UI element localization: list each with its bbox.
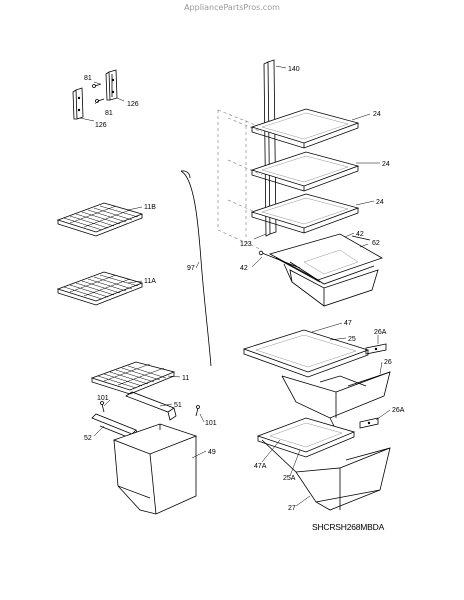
shelf-rail bbox=[263, 59, 277, 237]
drawer-cover-42 bbox=[258, 235, 371, 269]
bottom-cover-25a bbox=[256, 417, 356, 458]
callout-101-left: 101 bbox=[97, 395, 109, 402]
callout-42-left: 42 bbox=[240, 265, 248, 272]
callout-47a: 47A bbox=[254, 463, 267, 470]
screws-101 bbox=[100, 401, 200, 417]
callout-24-middle: 24 bbox=[382, 161, 390, 168]
slide-26a-top bbox=[365, 343, 387, 355]
wire-shelf-11a bbox=[56, 271, 144, 306]
callout-140: 140 bbox=[288, 66, 300, 73]
callout-24-bottom: 24 bbox=[376, 199, 384, 206]
callout-62: 62 bbox=[372, 240, 380, 247]
callout-24-top: 24 bbox=[373, 111, 381, 118]
callout-97: 97 bbox=[187, 265, 195, 272]
glass-shelf-3 bbox=[250, 193, 360, 234]
pan-drawer-26 bbox=[281, 371, 391, 427]
bottom-drawer-27 bbox=[261, 439, 391, 511]
site-watermark: AppliancePartsPros.com bbox=[184, 3, 280, 12]
glass-shelf-2 bbox=[250, 151, 360, 192]
callout-123: 123 bbox=[240, 241, 252, 248]
callout-101-right: 101 bbox=[205, 420, 217, 427]
callout-126-left: 126 bbox=[95, 122, 107, 129]
rail-51 bbox=[125, 391, 177, 421]
callout-52: 52 bbox=[84, 435, 92, 442]
glass-shelf-1 bbox=[250, 108, 360, 149]
callout-25a: 25A bbox=[283, 475, 296, 482]
wire-shelf-11b bbox=[56, 202, 144, 237]
callout-11a: 11A bbox=[144, 278, 156, 285]
wire-shelf-11 bbox=[90, 361, 176, 395]
bracket-assembly bbox=[72, 69, 118, 120]
callout-26: 26 bbox=[384, 359, 392, 366]
callout-42-top: 42 bbox=[356, 231, 364, 238]
callout-51: 51 bbox=[174, 402, 182, 409]
callout-27: 27 bbox=[288, 505, 296, 512]
slide-26a-bottom bbox=[359, 417, 379, 429]
crisper-drawer-upper bbox=[268, 233, 383, 307]
callout-47: 47 bbox=[344, 320, 352, 327]
callout-126-right: 126 bbox=[127, 101, 139, 108]
callout-11: 11 bbox=[182, 375, 189, 382]
callout-81-upper: 81 bbox=[84, 75, 92, 82]
callout-11b: 11B bbox=[144, 204, 156, 211]
leader-lines bbox=[79, 65, 391, 507]
model-code: SHCRSH268MBDA bbox=[312, 522, 385, 532]
callout-25: 25 bbox=[348, 336, 356, 343]
storage-bin-49 bbox=[112, 423, 198, 515]
callout-26a-top: 26A bbox=[374, 329, 387, 336]
callout-26a-bottom: 26A bbox=[392, 407, 405, 414]
tube-97 bbox=[180, 170, 212, 367]
callout-81-lower: 81 bbox=[105, 110, 113, 117]
back-panel bbox=[217, 109, 269, 251]
callout-49: 49 bbox=[208, 449, 216, 456]
